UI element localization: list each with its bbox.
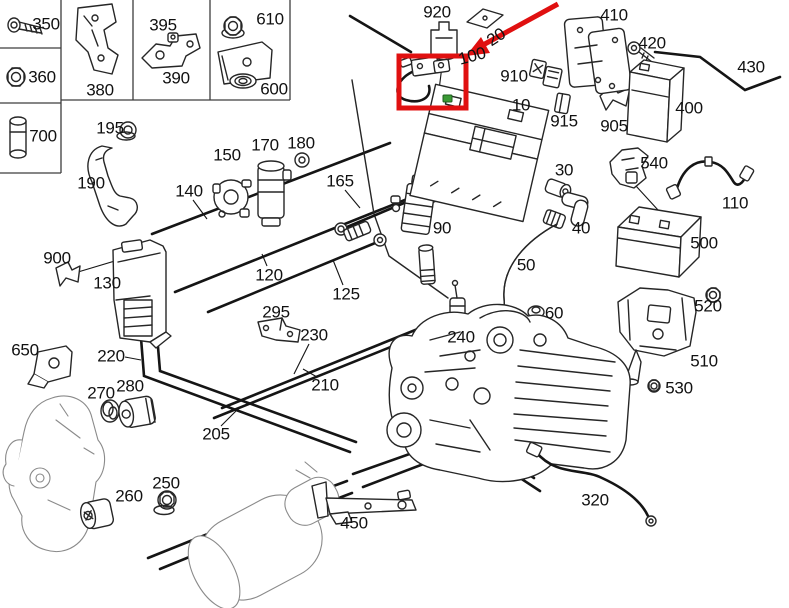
bracket-650-illustration: [27, 345, 73, 389]
highlight-box: [396, 53, 469, 111]
bracket-295-illustration: [257, 317, 301, 343]
bracket-600-illustration: [217, 41, 273, 89]
terminal-100-illustration: [396, 56, 453, 103]
ground-cable-320-illustration: [525, 441, 657, 527]
bracket-510-illustration: [617, 287, 697, 386]
clip-915-illustration: [553, 92, 571, 115]
bolt-350-illustration: [7, 17, 44, 35]
green-clip-illustration: [442, 94, 453, 103]
bracket-390-illustration: [141, 32, 201, 69]
bushing-280-illustration: [118, 395, 156, 428]
grommet-180-illustration: [294, 152, 310, 168]
bracket-190-illustration: [87, 145, 138, 227]
screw-420-illustration: [627, 41, 655, 63]
bracket-450-illustration: [311, 481, 417, 525]
sleeve-700-illustration: [9, 116, 27, 159]
elbow-40-illustration: [542, 192, 589, 229]
ring-270-illustration: [100, 399, 120, 423]
nut-520-illustration: [705, 287, 721, 303]
bracket-410-illustration: [563, 16, 633, 95]
direction-arrow-900-icon: [55, 261, 81, 287]
pump-170-illustration: [257, 160, 292, 227]
nut-195-illustration: [116, 121, 137, 141]
connector-910-illustration: [528, 58, 563, 89]
fuse-box-130-illustration: [112, 239, 172, 349]
nut-530-illustration: [647, 379, 661, 393]
engine-illustration: [386, 303, 631, 483]
aux-battery-500-illustration: [615, 206, 702, 278]
nut-250-illustration: [153, 490, 177, 516]
bracket-380-illustration: [75, 3, 119, 75]
highlight-callout: [396, 1, 560, 111]
nut-610-illustration: [221, 16, 245, 39]
nut-360-illustration: [6, 67, 26, 87]
tensioner-150-illustration: [212, 179, 252, 218]
clamp-540-illustration: [609, 147, 649, 189]
parts-table-grid: [0, 0, 291, 174]
highlight-arrow-shaft: [481, 1, 560, 48]
stud-illustration: [418, 244, 436, 285]
bushing-260-illustration: [79, 498, 115, 530]
cable-110-illustration: [665, 156, 755, 200]
battery-10-illustration: [409, 83, 550, 223]
highlight-arrow-icon: [466, 37, 490, 56]
plate-illustration: [466, 8, 504, 29]
clip-395-illustration: [167, 32, 179, 43]
terminal-clamp-125-illustration: [343, 220, 387, 247]
control-box-400-illustration: [626, 59, 685, 143]
